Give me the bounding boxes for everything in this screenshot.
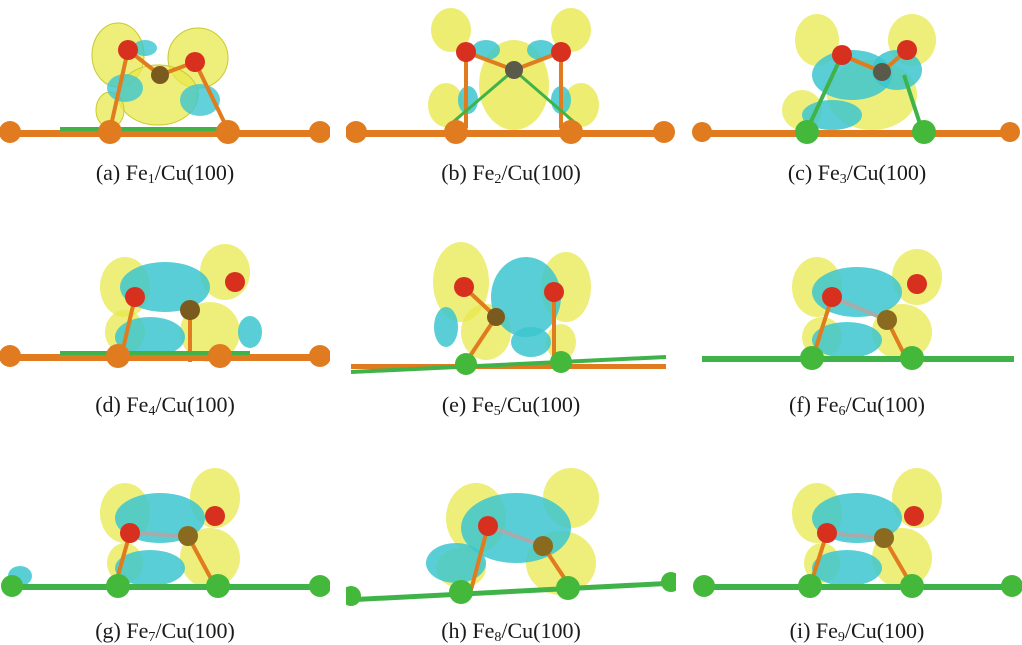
cu-surface <box>10 354 330 361</box>
panel-d: (d) Fe4/Cu(100) <box>0 232 330 419</box>
cu-surface <box>356 130 666 137</box>
iron-atom <box>151 66 169 84</box>
cu-surface <box>5 584 325 590</box>
iron-atom <box>505 61 523 79</box>
cyan-isosurface <box>434 257 561 357</box>
oxygen-atom <box>118 40 138 60</box>
panel-h-image <box>346 468 676 606</box>
panel-c: (c) Fe3/Cu(100) <box>692 0 1022 187</box>
caption-c: (c) Fe3/Cu(100) <box>787 160 927 187</box>
panel-f: (f) Fe6/Cu(100) <box>692 232 1022 419</box>
oxygen-atom <box>225 272 245 292</box>
oxygen-atom <box>185 52 205 72</box>
iron-atom <box>873 63 891 81</box>
oxygen-atom <box>551 42 571 62</box>
iron-atom <box>533 536 553 556</box>
cu-atoms <box>346 120 675 144</box>
oxygen-atom <box>817 523 837 543</box>
panel-b-image <box>346 8 675 144</box>
oxygen-atom <box>904 506 924 526</box>
panel-i: (i) Fe9/Cu(100) <box>692 458 1022 645</box>
oxygen-atom <box>897 40 917 60</box>
panel-a-image <box>0 22 330 144</box>
oxygen-atom <box>125 287 145 307</box>
iron-atom <box>487 308 505 326</box>
panel-g: (g) Fe7/Cu(100) <box>0 458 330 645</box>
oxygen-atom <box>205 506 225 526</box>
panel-g-image <box>1 468 330 598</box>
cu-atoms <box>800 346 924 370</box>
caption-h: (h) Fe8/Cu(100) <box>441 618 581 645</box>
oxygen-atom <box>822 287 842 307</box>
panel-e: (e) Fe5/Cu(100) <box>346 232 676 419</box>
iron-atom <box>178 526 198 546</box>
panel-f-image <box>702 249 1014 370</box>
panel-a: (a) Fe1/Cu(100) <box>0 0 330 187</box>
cu-atoms <box>693 574 1022 598</box>
cyan-isosurface <box>812 267 902 358</box>
caption-e: (e) Fe5/Cu(100) <box>441 392 581 419</box>
cu-surface <box>702 356 1014 362</box>
cu-atoms <box>455 351 572 375</box>
cu-atoms <box>1 574 330 598</box>
cu-surface <box>10 130 330 137</box>
oxygen-atom <box>544 282 564 302</box>
cu-atoms <box>0 344 330 368</box>
panel-e-image <box>350 242 667 375</box>
iron-atom <box>877 310 897 330</box>
caption-a: (a) Fe1/Cu(100) <box>95 160 235 187</box>
caption-g: (g) Fe7/Cu(100) <box>95 618 235 645</box>
panel-c-image <box>692 14 1020 144</box>
caption-i: (i) Fe9/Cu(100) <box>789 618 925 645</box>
cu-surface <box>697 584 1017 590</box>
caption-f: (f) Fe6/Cu(100) <box>789 392 925 419</box>
cu-surface <box>702 130 1014 137</box>
cu-atoms <box>795 120 936 144</box>
cu-atoms <box>346 572 676 606</box>
oxygen-atom <box>478 516 498 536</box>
oxygen-atom <box>120 523 140 543</box>
panel-d-image <box>0 244 330 368</box>
oxygen-atom <box>907 274 927 294</box>
caption-d: (d) Fe4/Cu(100) <box>95 392 235 419</box>
iron-atom <box>180 300 200 320</box>
oxygen-atom <box>456 42 476 62</box>
panel-b: (b) Fe2/Cu(100) <box>346 0 676 187</box>
panel-h: (h) Fe8/Cu(100) <box>346 458 676 645</box>
iron-atom <box>874 528 894 548</box>
oxygen-atom <box>832 45 852 65</box>
oxygen-atom <box>454 277 474 297</box>
bonds <box>805 54 924 131</box>
cu-atoms <box>0 120 330 144</box>
caption-b: (b) Fe2/Cu(100) <box>441 160 581 187</box>
panel-i-image <box>693 468 1022 598</box>
